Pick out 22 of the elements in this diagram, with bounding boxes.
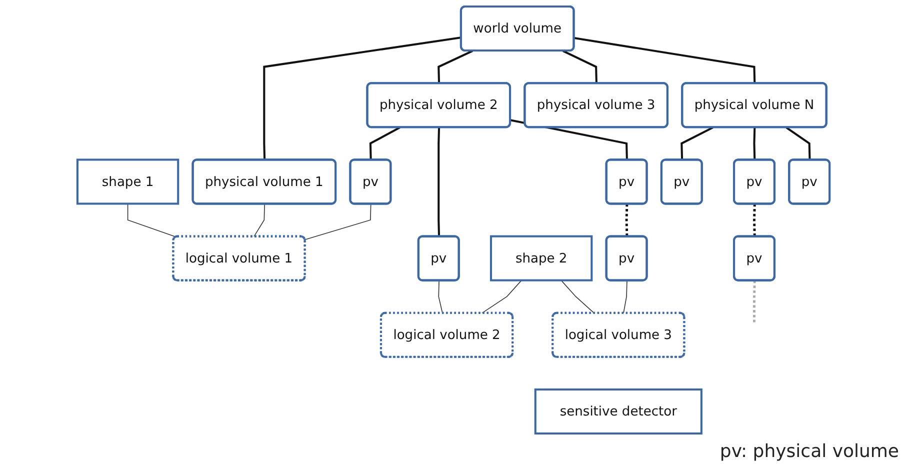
connector bbox=[438, 280, 443, 314]
connector bbox=[304, 204, 372, 240]
legend-note: pv: physical volume bbox=[720, 441, 899, 462]
connector bbox=[438, 128, 440, 237]
connector bbox=[263, 36, 462, 160]
connector bbox=[438, 50, 473, 84]
connector bbox=[560, 280, 595, 314]
node-box: shape 2 bbox=[490, 235, 593, 282]
connector bbox=[253, 204, 265, 238]
connector bbox=[127, 203, 177, 238]
connector bbox=[753, 280, 756, 323]
connector bbox=[753, 128, 756, 160]
connector bbox=[753, 204, 756, 237]
connector bbox=[574, 37, 756, 84]
connector bbox=[369, 126, 400, 160]
connector bbox=[623, 280, 628, 314]
node-box: sensitive detector bbox=[534, 388, 702, 434]
node-box: shape 1 bbox=[76, 158, 180, 205]
connector bbox=[680, 126, 714, 160]
connector bbox=[625, 204, 628, 237]
connector bbox=[562, 50, 598, 84]
connector bbox=[786, 126, 811, 160]
